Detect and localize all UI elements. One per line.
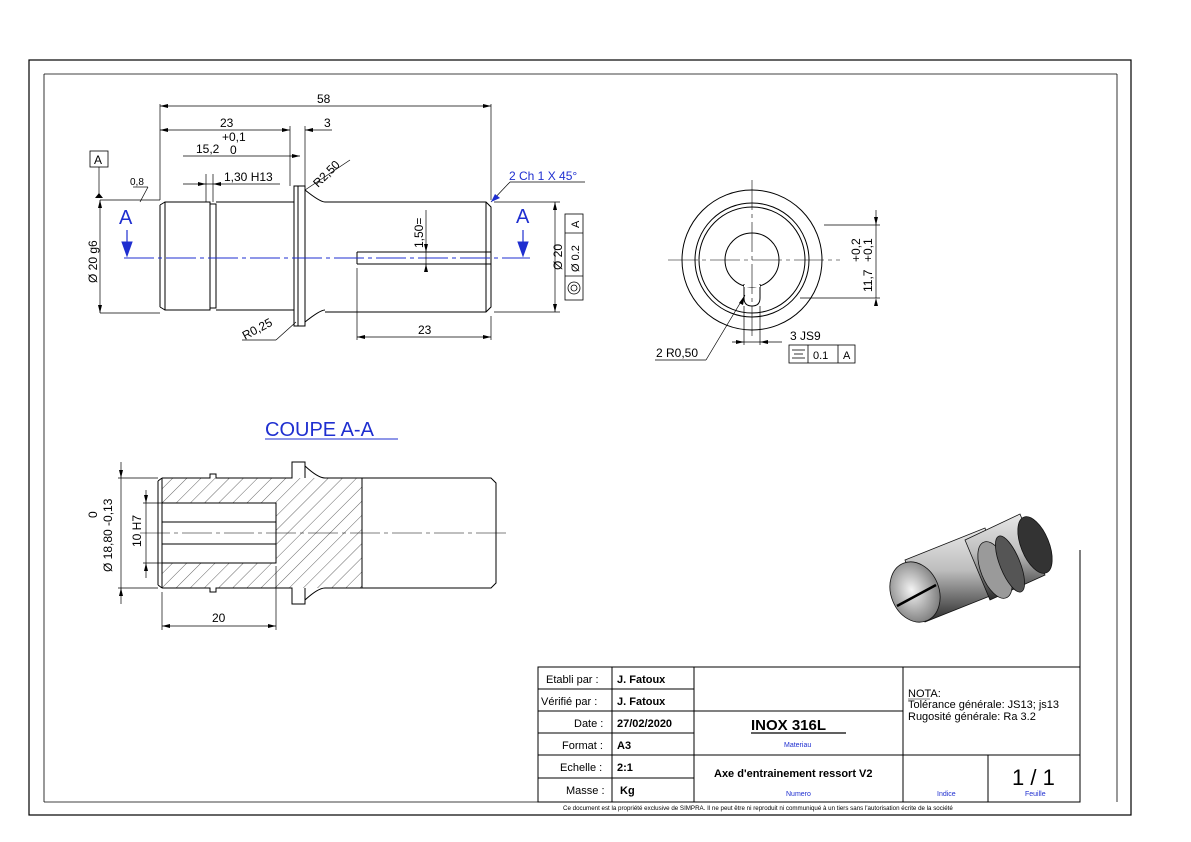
- tb-material-caption: Materiau: [784, 742, 811, 749]
- tol-zero: 0: [230, 143, 237, 157]
- title-block: [537, 666, 1081, 803]
- tb-indice-caption: Indice: [937, 791, 956, 798]
- end-slot-js9: 3 JS9: [790, 329, 821, 343]
- isometric-view: [889, 513, 1053, 623]
- radius-bottom: R0,25: [240, 315, 275, 343]
- end-tol-plus-01: +0,1: [861, 238, 875, 262]
- concentricity-icon: [567, 281, 581, 295]
- fcf-runout-datum: A: [570, 220, 582, 228]
- section-bore: 10 H7: [130, 515, 144, 547]
- slot-width: 1,50=: [412, 218, 426, 248]
- tb-value-format: A3: [617, 740, 631, 752]
- end-tol-plus-02: +0,2: [849, 238, 863, 262]
- dim-23: 23: [220, 116, 234, 130]
- section-mark-left: A: [119, 207, 133, 229]
- tb-label-format: Format :: [562, 740, 603, 752]
- dim-total-length: 58: [317, 92, 331, 106]
- radius-top: R2,50: [310, 157, 343, 190]
- tb-label-date: Date :: [574, 718, 603, 730]
- tb-value-date: 27/02/2020: [617, 718, 672, 730]
- fcf-runout: [564, 213, 584, 301]
- dim-3: 3: [324, 116, 331, 130]
- fcf-symmetry: [788, 344, 856, 364]
- tb-part-name: Axe d'entrainement ressort V2: [714, 768, 873, 780]
- dim-groove-pos: 15,2: [196, 142, 220, 156]
- tb-value-verifie: J. Fatoux: [617, 696, 666, 708]
- tb-material: INOX 316L: [751, 717, 826, 734]
- tb-value-echelle: 2:1: [617, 762, 633, 774]
- tb-nota-line1: Tolérance générale: JS13; js13: [908, 699, 1059, 711]
- end-radius-label: 2 R0,50: [656, 346, 698, 360]
- dim-groove-width: 1,30 H13: [224, 170, 273, 184]
- datum-label: A: [94, 153, 102, 167]
- tb-label-verifie: Vérifié par :: [541, 696, 597, 708]
- section-title: COUPE A-A: [265, 419, 375, 441]
- roughness: 0,8: [130, 177, 144, 188]
- dia-right: Ø 20: [551, 244, 565, 270]
- section-mark-right: A: [516, 206, 530, 228]
- section-dia-outer: Ø 18,80 -0,13: [101, 498, 115, 572]
- fcf-runout-value: Ø 0.2: [570, 245, 582, 272]
- tb-nota-title: NOTA:: [908, 688, 941, 700]
- tb-nota-line2: Rugosité générale: Ra 3.2: [908, 711, 1036, 723]
- tb-label-masse: Masse :: [566, 785, 605, 797]
- front-view: [159, 185, 492, 327]
- sheet-frame: [28, 59, 1132, 816]
- fcf-sym-datum: A: [843, 350, 851, 362]
- chamfer-callout: 2 Ch 1 X 45°: [509, 169, 577, 183]
- tb-label-echelle: Echelle :: [560, 762, 602, 774]
- section-view: [140, 461, 510, 605]
- tb-label-etabli: Etabli par :: [546, 674, 599, 686]
- tb-value-masse: Kg: [620, 785, 635, 797]
- section-depth: 20: [212, 611, 226, 625]
- tb-part-caption: Numero: [786, 791, 811, 798]
- tb-sheet-caption: Feuille: [1025, 791, 1046, 798]
- dia-left: Ø 20 g6: [86, 240, 100, 283]
- tb-sheet: 1 / 1: [1012, 765, 1055, 790]
- slot-length: 23: [418, 323, 432, 337]
- tb-footer: Ce document est la propriété exclusive d…: [563, 805, 953, 812]
- tol-plus: +0,1: [222, 130, 246, 144]
- fcf-sym-value: 0.1: [813, 350, 828, 362]
- end-dim-117: 11,7: [861, 269, 875, 292]
- tb-value-etabli: J. Fatoux: [617, 674, 666, 686]
- section-tol-zero: 0: [86, 511, 100, 518]
